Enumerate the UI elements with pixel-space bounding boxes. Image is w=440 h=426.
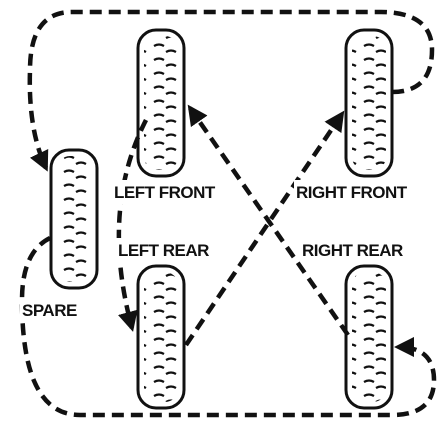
label-left-rear: LEFT REAR [118, 241, 209, 260]
spare-tire [51, 150, 97, 288]
right-rear-tire [346, 266, 392, 408]
right-front-tire [346, 30, 392, 176]
left-front-tire [138, 30, 184, 176]
path-right-rear-to-left-front [190, 108, 348, 335]
left-rear-tire [138, 266, 184, 408]
label-right-front: RIGHT FRONT [296, 183, 408, 202]
label-spare: SPARE [22, 301, 77, 320]
label-left-front: LEFT FRONT [114, 183, 216, 202]
path-left-rear-to-right-front [186, 114, 342, 345]
label-right-rear: RIGHT REAR [302, 241, 403, 260]
